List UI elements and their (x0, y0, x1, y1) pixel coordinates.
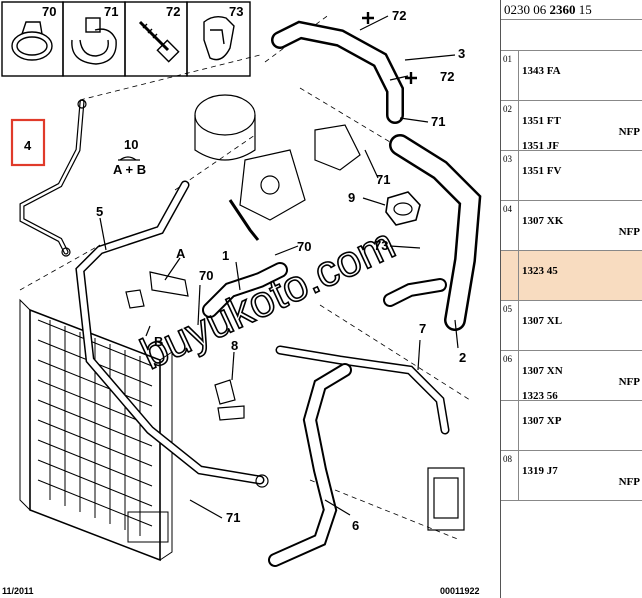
callout-70-left: 70 (199, 268, 213, 283)
header-suffix: 15 (578, 2, 592, 17)
callout-9: 9 (348, 190, 355, 205)
callout-71-center: 71 (376, 172, 390, 187)
table-row[interactable]: 1323 45 (501, 251, 642, 301)
callout-72-mid: 72 (440, 69, 454, 84)
callout-b: B (154, 334, 163, 349)
callout-1: 1 (222, 248, 229, 263)
row-number: 06 (501, 351, 519, 400)
callout-6: 6 (352, 518, 359, 533)
part-code: 1319 J7 (522, 465, 558, 477)
callout-73: 73 (374, 238, 388, 253)
thumbnail-label-71: 71 (104, 4, 118, 19)
nfp-badge: NFP (618, 126, 640, 138)
callout-70-right: 70 (297, 239, 311, 254)
callout-5: 5 (96, 204, 103, 219)
callout-71-bottom: 71 (226, 510, 240, 525)
part-code: 1307 XK (522, 215, 564, 227)
part-code: 1323 56 (522, 390, 558, 402)
callout-8: 8 (231, 338, 238, 353)
callout-7: 7 (419, 321, 426, 336)
row-number (501, 401, 519, 450)
header-bold: 2360 (549, 2, 576, 17)
row-number: 01 (501, 51, 519, 100)
row-number: 05 (501, 301, 519, 350)
highlight-box (10, 118, 46, 167)
callout-2: 2 (459, 350, 466, 365)
header-prefix: 0230 06 (504, 2, 547, 17)
leader-lines (99, 15, 459, 519)
row-number: 03 (501, 151, 519, 200)
part-code: 1323 45 (522, 265, 558, 277)
watermark: buyukoto.com (134, 219, 403, 379)
parts-diagram: 70 71 72 73 (1, 1, 482, 567)
panel-header: 0230 06 2360 15 (501, 0, 642, 20)
part-code: 1343 FA (522, 65, 561, 77)
callout-71-right: 71 (431, 114, 445, 129)
callout-10: 10 (124, 137, 138, 152)
part-code: 1351 JF (522, 140, 559, 152)
part-code: 1351 FV (522, 165, 562, 177)
callout-3: 3 (458, 46, 465, 61)
callout-labels: 4 10 A + B 5 A B 70 70 1 8 72 72 3 71 71… (24, 8, 466, 533)
thumbnail-label-70: 70 (42, 4, 56, 19)
callout-a: A (176, 246, 186, 261)
nfp-badge: NFP (618, 226, 640, 238)
thumbnail-strip (1, 1, 251, 77)
nfp-badge: NFP (618, 376, 640, 388)
callout-72-top: 72 (392, 8, 406, 23)
table-row[interactable]: 1307 XP (501, 401, 642, 451)
hoses (19, 20, 482, 567)
part-code: 1307 XL (522, 315, 563, 327)
row-number: 04 (501, 201, 519, 250)
thumbnail-label-73: 73 (229, 4, 243, 19)
row-number (501, 251, 519, 300)
row-number: 08 (501, 451, 519, 500)
components (61, 94, 465, 531)
callout-a-plus-b: A + B (113, 162, 146, 177)
nfp-badge: NFP (618, 476, 640, 488)
part-code: 1307 XN (522, 365, 563, 377)
callout-4: 4 (24, 138, 32, 153)
part-code: 1351 FT (522, 115, 561, 127)
panel-spacer (501, 20, 642, 51)
plus-markers (362, 12, 417, 84)
row-number: 02 (501, 101, 519, 150)
part-code: 1307 XP (522, 415, 562, 427)
footer-ref: 00011922 (440, 586, 480, 596)
radiator (19, 298, 173, 562)
thumbnail-label-72: 72 (166, 4, 180, 19)
footer-date: 11/2011 (2, 586, 34, 596)
